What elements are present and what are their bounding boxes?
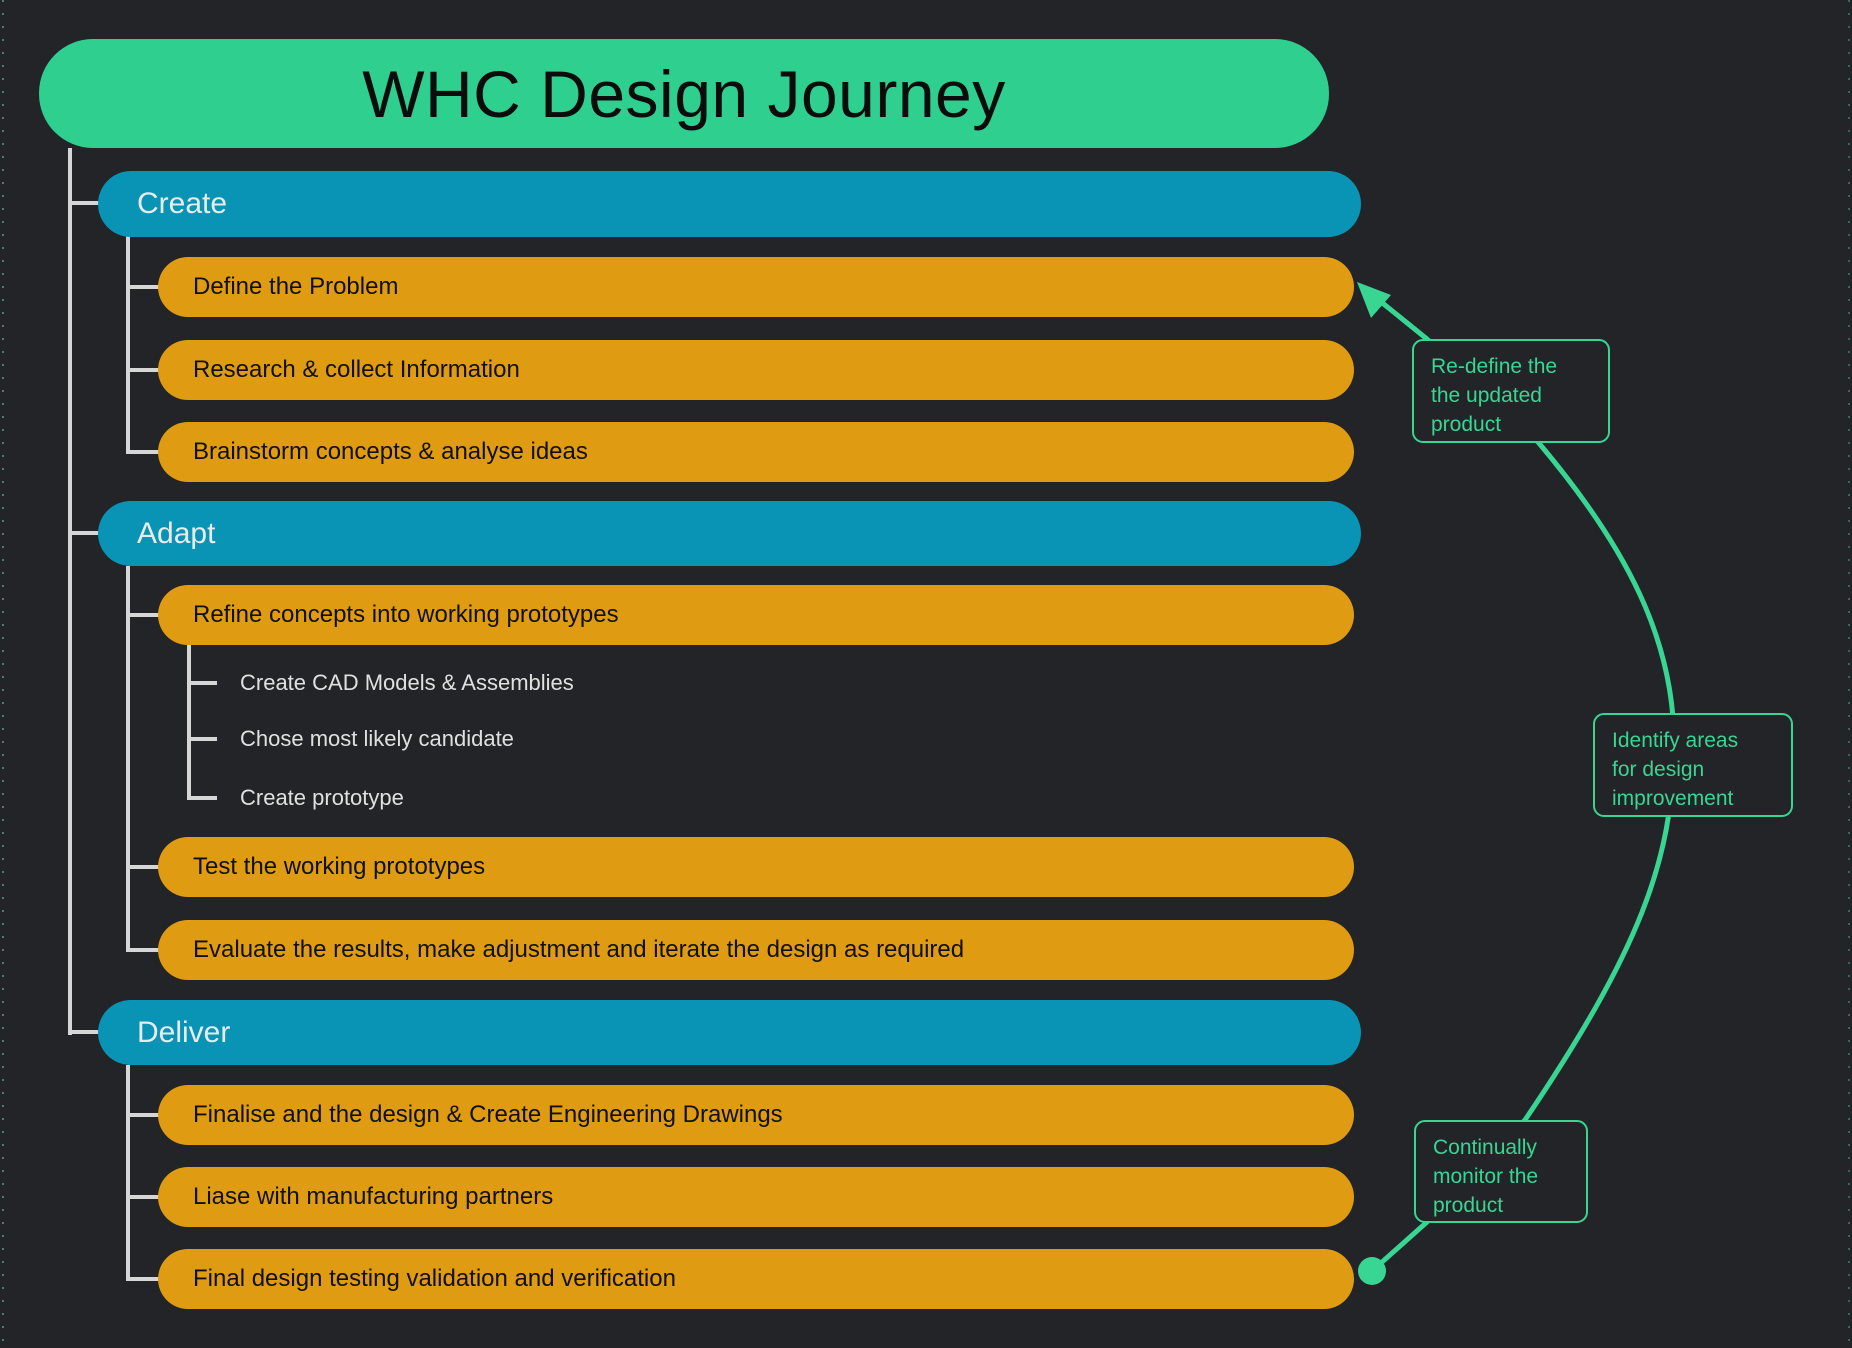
canvas-edge-left	[2, 0, 4, 1348]
subitem-label: Chose most likely candidate	[240, 726, 514, 751]
connector-trunk	[68, 148, 72, 1035]
node-liase-manufacturing[interactable]: Liase with manufacturing partners	[158, 1167, 1354, 1227]
note-redefine-product[interactable]: Re-define the the updated product	[1412, 339, 1610, 443]
node-final-design-testing[interactable]: Final design testing validation and veri…	[158, 1249, 1354, 1309]
note-line: improvement	[1612, 787, 1734, 810]
item-label: Evaluate the results, make adjustment an…	[193, 936, 965, 963]
connector-stub-adapt	[68, 531, 100, 535]
connector-subtrunk-deliver	[126, 1065, 130, 1279]
connector-stub-evaluate	[126, 948, 160, 952]
connector-stub-refine	[126, 613, 160, 617]
connector-subtrunk-refine	[187, 645, 191, 800]
section-label: Adapt	[137, 516, 216, 550]
note-continually-monitor[interactable]: Continually monitor the product	[1414, 1120, 1588, 1223]
node-create-cad-models[interactable]: Create CAD Models & Assemblies	[240, 670, 574, 696]
node-create[interactable]: Create	[98, 171, 1361, 237]
title-label: WHC Design Journey	[362, 56, 1006, 131]
note-line: Identify areas	[1612, 729, 1739, 752]
canvas-edge-right	[1848, 0, 1850, 1348]
note-line: Re-define the	[1431, 355, 1558, 378]
connector-stub-deliver	[68, 1030, 100, 1034]
node-title[interactable]: WHC Design Journey	[39, 39, 1329, 148]
item-label: Research & collect Information	[193, 356, 520, 383]
connector-subtrunk-create	[126, 236, 130, 454]
node-deliver[interactable]: Deliver	[98, 1000, 1361, 1065]
item-label: Brainstorm concepts & analyse ideas	[193, 438, 588, 465]
connector-stub-brainstorm	[126, 450, 160, 454]
subitem-label: Create prototype	[240, 785, 404, 810]
item-label: Liase with manufacturing partners	[193, 1183, 554, 1210]
item-label: Refine concepts into working prototypes	[193, 601, 619, 628]
connector-stub-create	[68, 201, 100, 205]
node-brainstorm-concepts[interactable]: Brainstorm concepts & analyse ideas	[158, 422, 1354, 482]
connector-stub-candidate	[187, 737, 217, 741]
note-line: Continually	[1433, 1136, 1537, 1159]
arrow-head-icon	[1357, 282, 1391, 318]
connector-stub-final	[126, 1277, 160, 1281]
note-line: product	[1431, 413, 1502, 436]
connector-stub-liase	[126, 1195, 160, 1199]
connector-stub-test	[126, 865, 160, 869]
subitem-label: Create CAD Models & Assemblies	[240, 670, 574, 695]
node-chose-candidate[interactable]: Chose most likely candidate	[240, 726, 514, 752]
item-label: Test the working prototypes	[193, 853, 486, 880]
curve-endpoint-dot	[1358, 1257, 1386, 1285]
connector-stub-define	[126, 285, 160, 289]
connector-stub-research	[126, 368, 160, 372]
note-line: the updated	[1431, 384, 1542, 407]
note-line: product	[1433, 1194, 1504, 1217]
item-label: Finalise and the design & Create Enginee…	[193, 1101, 783, 1128]
connector-stub-prototype	[187, 796, 217, 800]
node-evaluate-results[interactable]: Evaluate the results, make adjustment an…	[158, 920, 1354, 980]
item-label: Define the Problem	[193, 273, 399, 300]
connector-subtrunk-adapt	[126, 566, 130, 952]
note-line: for design	[1612, 758, 1705, 781]
node-define-the-problem[interactable]: Define the Problem	[158, 257, 1354, 317]
node-finalise-design[interactable]: Finalise and the design & Create Enginee…	[158, 1085, 1354, 1145]
node-research-collect-information[interactable]: Research & collect Information	[158, 340, 1354, 400]
note-identify-areas[interactable]: Identify areas for design improvement	[1593, 713, 1793, 817]
node-refine-concepts[interactable]: Refine concepts into working prototypes	[158, 585, 1354, 645]
item-label: Final design testing validation and veri…	[193, 1265, 676, 1292]
node-test-prototypes[interactable]: Test the working prototypes	[158, 837, 1354, 897]
connector-stub-finalise	[126, 1113, 160, 1117]
connector-stub-cad	[187, 681, 217, 685]
section-label: Deliver	[137, 1015, 231, 1049]
section-label: Create	[137, 187, 228, 220]
node-create-prototype[interactable]: Create prototype	[240, 785, 404, 811]
note-line: monitor the	[1433, 1165, 1539, 1188]
node-adapt[interactable]: Adapt	[98, 501, 1361, 566]
